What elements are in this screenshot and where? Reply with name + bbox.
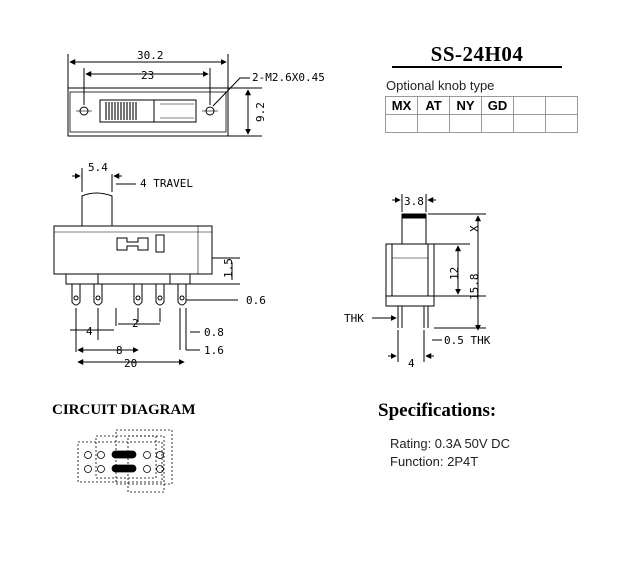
dim-2: 2: [132, 317, 139, 330]
knob-type-mx: MX: [385, 96, 418, 115]
dim-12: 12: [448, 267, 461, 280]
specifications-title: Specifications:: [378, 400, 497, 421]
dim-x: X: [468, 225, 481, 232]
top-view-body: [67, 87, 229, 137]
dim-30-2: 30.2: [137, 49, 164, 62]
dim-20: 20: [124, 357, 137, 370]
knob-type-gd: GD: [481, 96, 514, 115]
front-knob: [81, 192, 113, 226]
dim-0-6: 0.6: [246, 294, 266, 307]
top-view: [67, 54, 262, 137]
front-view: [53, 168, 240, 365]
knob-cell-empty: [481, 114, 514, 133]
knob-type-at: AT: [417, 96, 450, 115]
dim-0-8: 0.8: [204, 326, 224, 339]
spec-rating: Rating: 0.3A 50V DC: [390, 436, 510, 451]
front-body: [53, 225, 213, 275]
side-body: [385, 243, 435, 297]
knob-cell-empty: [449, 114, 482, 133]
dim-side-4: 4: [408, 357, 415, 370]
dim-0-5-thk: 0.5 THK: [444, 334, 491, 347]
dim-8: 8: [116, 344, 123, 357]
slider-slot: [99, 99, 197, 123]
dim-9-2: 9.2: [254, 102, 267, 122]
knob-cell-empty: [545, 114, 578, 133]
circuit-slider-top: [111, 450, 137, 459]
circuit-contacts: [84, 451, 164, 473]
knob-type-ny: NY: [449, 96, 482, 115]
dim-travel: 4 TRAVEL: [140, 177, 193, 190]
knob-type-row: MX AT NY GD: [385, 96, 578, 115]
dim-1-6: 1.6: [204, 344, 224, 357]
front-pins: [71, 284, 187, 306]
dim-4: 4: [86, 325, 93, 338]
model-title: SS-24H04: [430, 42, 524, 66]
circuit-diagram-title: CIRCUIT DIAGRAM: [52, 402, 196, 418]
dim-23: 23: [141, 69, 154, 82]
knob-cell-empty: [513, 114, 546, 133]
dim-3-8: 3.8: [404, 195, 424, 208]
knob-type-empty-1: [513, 96, 546, 115]
knob-type-table: MX AT NY GD: [385, 96, 578, 133]
dim-15-8: 15.8: [468, 274, 481, 301]
dim-thk: THK: [344, 312, 364, 325]
knob-cell-empty: [385, 114, 418, 133]
front-slot: [155, 234, 165, 253]
knob-type-row-empty: [385, 114, 578, 133]
circuit-diagram: [77, 429, 173, 493]
spec-function: Function: 2P4T: [390, 454, 479, 469]
knob-type-label: Optional knob type: [386, 78, 495, 93]
knob-cell-empty: [417, 114, 450, 133]
knob-ribs: [105, 102, 137, 120]
dim-1-5: 1.5: [222, 258, 235, 278]
model-title-underline: [392, 66, 562, 68]
circuit-slider-bottom: [111, 464, 137, 473]
dim-5-4: 5.4: [88, 161, 108, 174]
dim-hole-note: 2-M2.6X0.45: [252, 71, 325, 84]
side-view: [372, 194, 486, 362]
knob-type-empty-2: [545, 96, 578, 115]
